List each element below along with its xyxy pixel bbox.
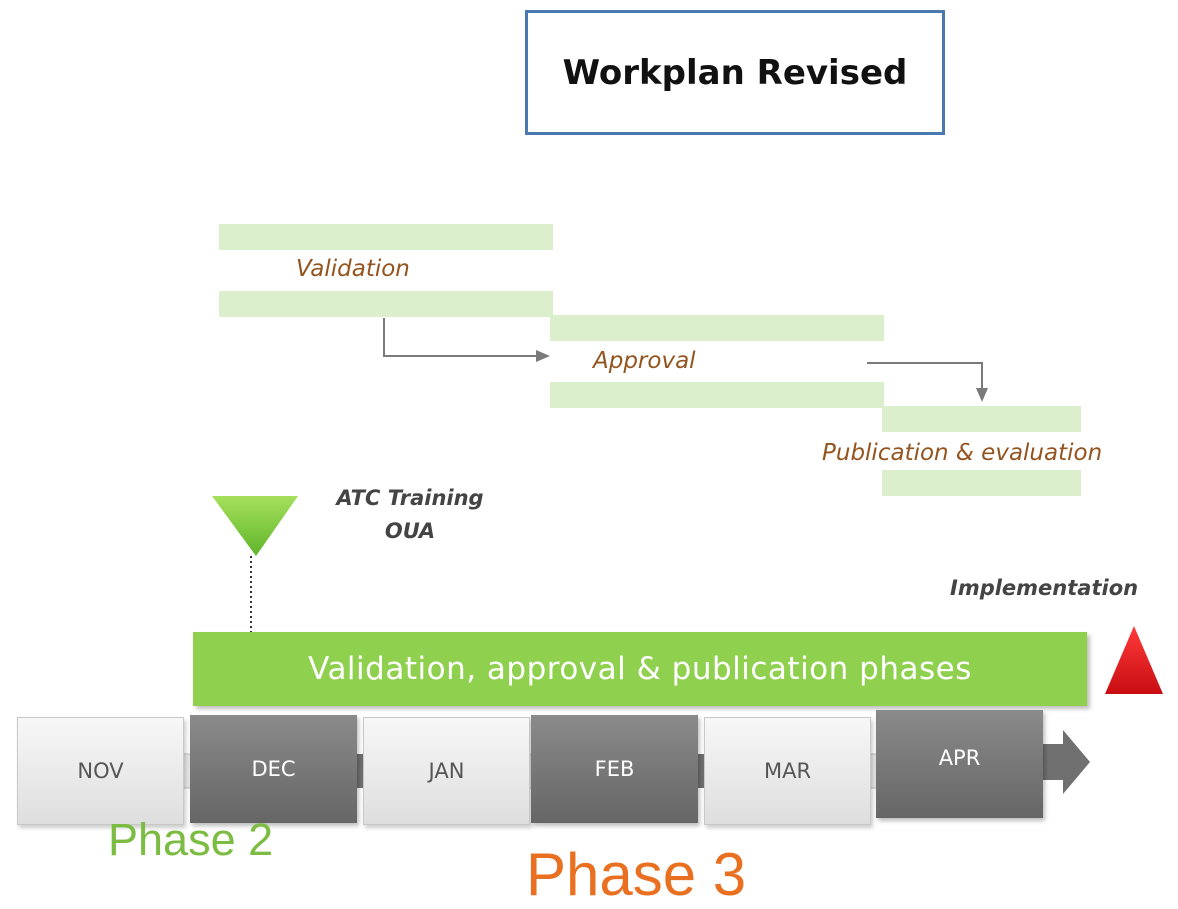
month-dec: DEC	[190, 715, 357, 823]
diagram-title: Workplan Revised	[562, 52, 908, 93]
publication-bar-bottom	[882, 470, 1081, 496]
implementation-milestone-icon	[1105, 626, 1163, 694]
month-feb: FEB	[531, 715, 698, 823]
training-label-line2: OUA	[384, 519, 436, 543]
phase-banner-text: Validation, approval & publication phase…	[308, 651, 972, 687]
implementation-milestone-label: Implementation	[950, 576, 1139, 600]
month-label-feb: FEB	[594, 757, 635, 781]
month-mar: MAR	[704, 717, 871, 825]
training-label-line1: ATC Training	[336, 486, 484, 510]
connector-approval-publication	[867, 362, 988, 402]
month-label-dec: DEC	[251, 757, 296, 781]
month-label-apr: APR	[938, 746, 981, 770]
approval-bar-bottom	[550, 382, 884, 408]
publication-bar-top	[882, 406, 1081, 432]
training-milestone-icon	[212, 496, 298, 556]
approval-bar-top	[550, 315, 884, 341]
phase-2-label: Phase 2	[108, 814, 274, 865]
month-label-nov: NOV	[77, 759, 124, 783]
connector-validation-approval	[383, 318, 550, 362]
validation-bar-top	[219, 224, 553, 250]
month-nov: NOV	[17, 717, 184, 825]
task-label-approval: Approval	[593, 348, 696, 374]
month-apr: APR	[876, 710, 1043, 818]
task-label-validation: Validation	[296, 256, 410, 282]
phase-3-label: Phase 3	[526, 841, 747, 908]
month-label-jan: JAN	[428, 759, 465, 783]
title-box: Workplan Revised	[525, 10, 945, 135]
validation-bar-bottom	[219, 291, 553, 317]
arrow-apr-end	[1042, 730, 1090, 794]
phase-banner: Validation, approval & publication phase…	[193, 632, 1087, 706]
training-milestone-label: ATC Training OUA	[300, 482, 520, 548]
month-jan: JAN	[363, 717, 530, 825]
task-label-publication: Publication & evaluation	[822, 440, 1103, 466]
month-label-mar: MAR	[763, 759, 812, 783]
